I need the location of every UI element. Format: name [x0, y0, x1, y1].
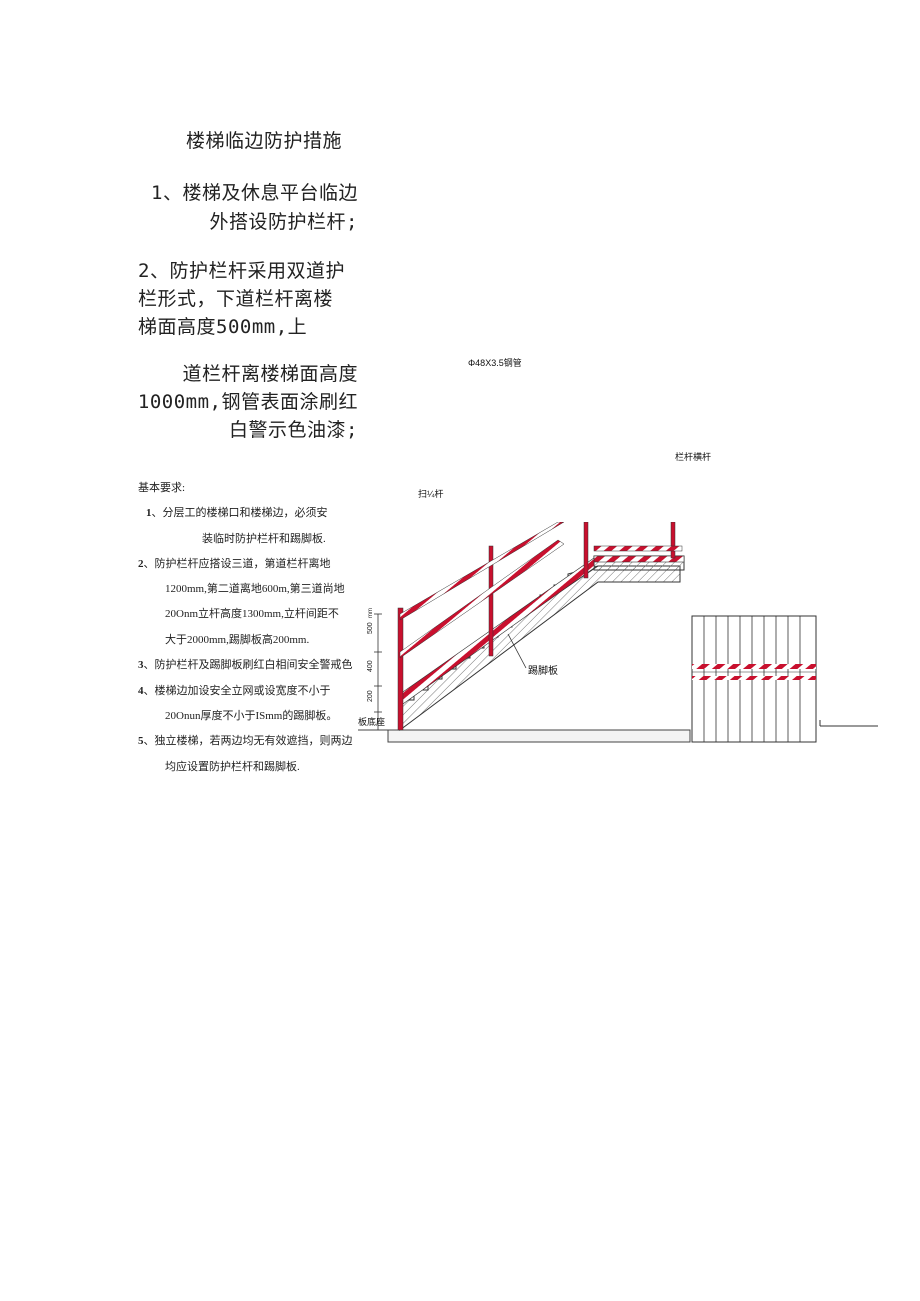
sweep-rod-label: 扫¼杆	[418, 489, 444, 499]
req-3-line-1: 3、防护栏杆及踢脚板刷红白相间安全警戒色	[138, 659, 353, 671]
measure-2-line-3: 梯面高度500mm,上	[138, 316, 308, 338]
req-4-line-2: 20Onun厚度不小于ISmm的踢脚板。	[165, 710, 338, 722]
side-elevation	[691, 615, 878, 743]
dim-400: 400	[367, 660, 374, 672]
measure-3-line-1: 道栏杆离楼梯面高度	[182, 363, 358, 385]
req-5-line-2: 均应设置防护栏杆和踢脚板.	[165, 761, 300, 773]
req-2-line-1: 2、防护栏杆应搭设三道，第道栏杆离地	[138, 558, 331, 570]
upper-rail	[399, 522, 565, 621]
req-2-line-2: 1200mm,第二道离地600m,第三道尚地	[165, 583, 345, 595]
req-5-line-1: 5、独立楼梯，若两边均无有效遮挡，则两边	[138, 735, 353, 747]
measure-3-line-3: 白警示色油漆;	[229, 419, 358, 441]
lower-rail	[399, 539, 565, 659]
landing-toeboard	[593, 555, 685, 563]
req-4-line-1: 4、楼梯边加设安全立网或设宽度不小于	[138, 685, 331, 697]
measure-1-line-2: 外搭设防护栏杆;	[209, 211, 358, 233]
dim-200: 200	[367, 690, 374, 702]
rail-label: 栏杆横杆	[675, 452, 712, 462]
req-1-line-2: 装临时防护栏杆和踢脚板.	[202, 533, 326, 545]
base-label: 板底座	[358, 716, 385, 727]
requirements-heading: 基本要求:	[138, 482, 186, 494]
post-2	[488, 545, 494, 657]
post-1	[397, 607, 404, 731]
landing-rail	[593, 545, 683, 552]
post-4	[670, 522, 676, 559]
measure-3-line-2: 1000mm,钢管表面涂刷红	[137, 391, 358, 413]
dim-500: 500	[367, 622, 374, 634]
dim-unit: mm	[368, 608, 374, 618]
req-2-line-3: 20Onm立杆高度1300mm,立杆间距不	[165, 608, 339, 620]
pipe-label: Φ48X3.5钢管	[468, 358, 522, 368]
page-title: 楼梯临边防护措施	[186, 130, 343, 152]
measure-2-line-2: 栏形式，下道栏杆离楼	[138, 288, 334, 310]
ground-base	[387, 729, 691, 743]
measure-1-line-1: 1、楼梯及休息平台临边	[151, 182, 358, 204]
stair-guardrail-diagram: 500 400 200 mm 踢脚板 板底座	[358, 522, 878, 743]
req-2-line-4: 大于2000mm,踢脚板高200mm.	[165, 634, 310, 646]
toeboard-label: 踢脚板	[528, 664, 558, 677]
req-1-line-1: 1、分层工的楼梯口和楼梯边，必须安	[146, 507, 328, 519]
measure-2-line-1: 2、防护栏杆采用双道护	[138, 260, 345, 282]
post-3	[583, 522, 589, 579]
